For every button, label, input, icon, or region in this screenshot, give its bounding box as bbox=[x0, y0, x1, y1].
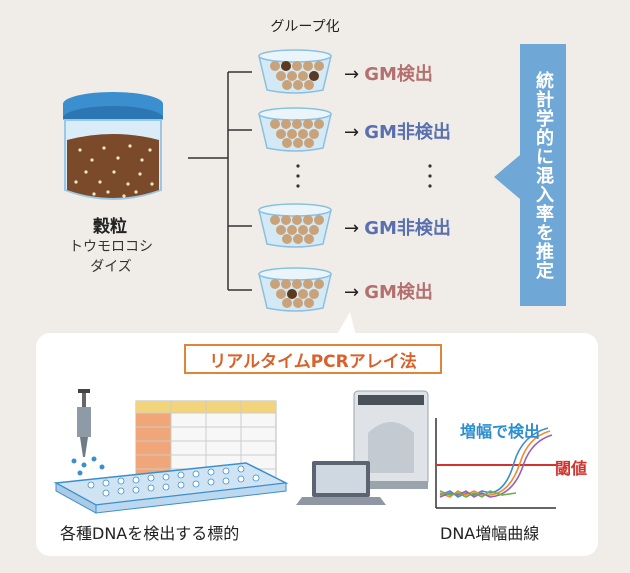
target-caption: 各種DNAを検出する標的 bbox=[60, 524, 240, 543]
pipette-icon bbox=[71, 389, 105, 476]
estimate-banner: 統計学的に混入率を推定 bbox=[520, 44, 566, 306]
bowl-4-icon bbox=[258, 267, 332, 312]
result-label: GM非検出 bbox=[364, 122, 451, 143]
bowl-3-icon bbox=[258, 203, 332, 248]
grain-subtitle: トウモロコシ ダイズ bbox=[52, 237, 170, 277]
grain-subtitle-line1: トウモロコシ bbox=[69, 239, 153, 255]
connector-lines bbox=[188, 71, 252, 291]
grain-title: 穀粒 bbox=[93, 217, 127, 237]
amplification-chart-icon bbox=[435, 418, 556, 509]
result-label: GM検出 bbox=[364, 282, 433, 303]
grain-subtitle-line2: ダイズ bbox=[90, 259, 132, 275]
arrow-icon: → bbox=[344, 218, 360, 239]
panel-illustrations bbox=[53, 389, 556, 514]
result-row-3: → GM非検出 bbox=[344, 214, 451, 240]
laptop-icon bbox=[296, 461, 386, 505]
result-row-1: → GM検出 bbox=[344, 60, 433, 86]
pcr-plate-icon bbox=[53, 462, 289, 514]
grouping-label: グループ化 bbox=[270, 19, 340, 35]
banner-pointer-icon bbox=[494, 155, 520, 199]
arrow-icon: → bbox=[344, 122, 360, 143]
arrow-icon: → bbox=[344, 282, 360, 303]
threshold-label: 閾値 bbox=[555, 459, 588, 478]
grain-jar-icon bbox=[63, 92, 163, 200]
pcr-machine-icon bbox=[353, 390, 429, 489]
result-row-2: → GM非検出 bbox=[344, 118, 451, 144]
result-label: GM非検出 bbox=[364, 218, 451, 239]
bowl-1-icon bbox=[258, 49, 332, 94]
curve-caption: DNA増幅曲線 bbox=[440, 524, 540, 543]
panel-title: リアルタイムPCRアレイ法 bbox=[184, 344, 442, 374]
bowl-2-icon bbox=[258, 107, 332, 152]
result-label: GM検出 bbox=[364, 64, 433, 85]
result-row-4: → GM検出 bbox=[344, 278, 433, 304]
vertical-ellipsis-dots bbox=[296, 164, 432, 188]
amplification-label: 増幅で検出 bbox=[460, 422, 541, 441]
arrow-icon: → bbox=[344, 64, 360, 85]
panel-pointer-icon bbox=[336, 312, 356, 336]
